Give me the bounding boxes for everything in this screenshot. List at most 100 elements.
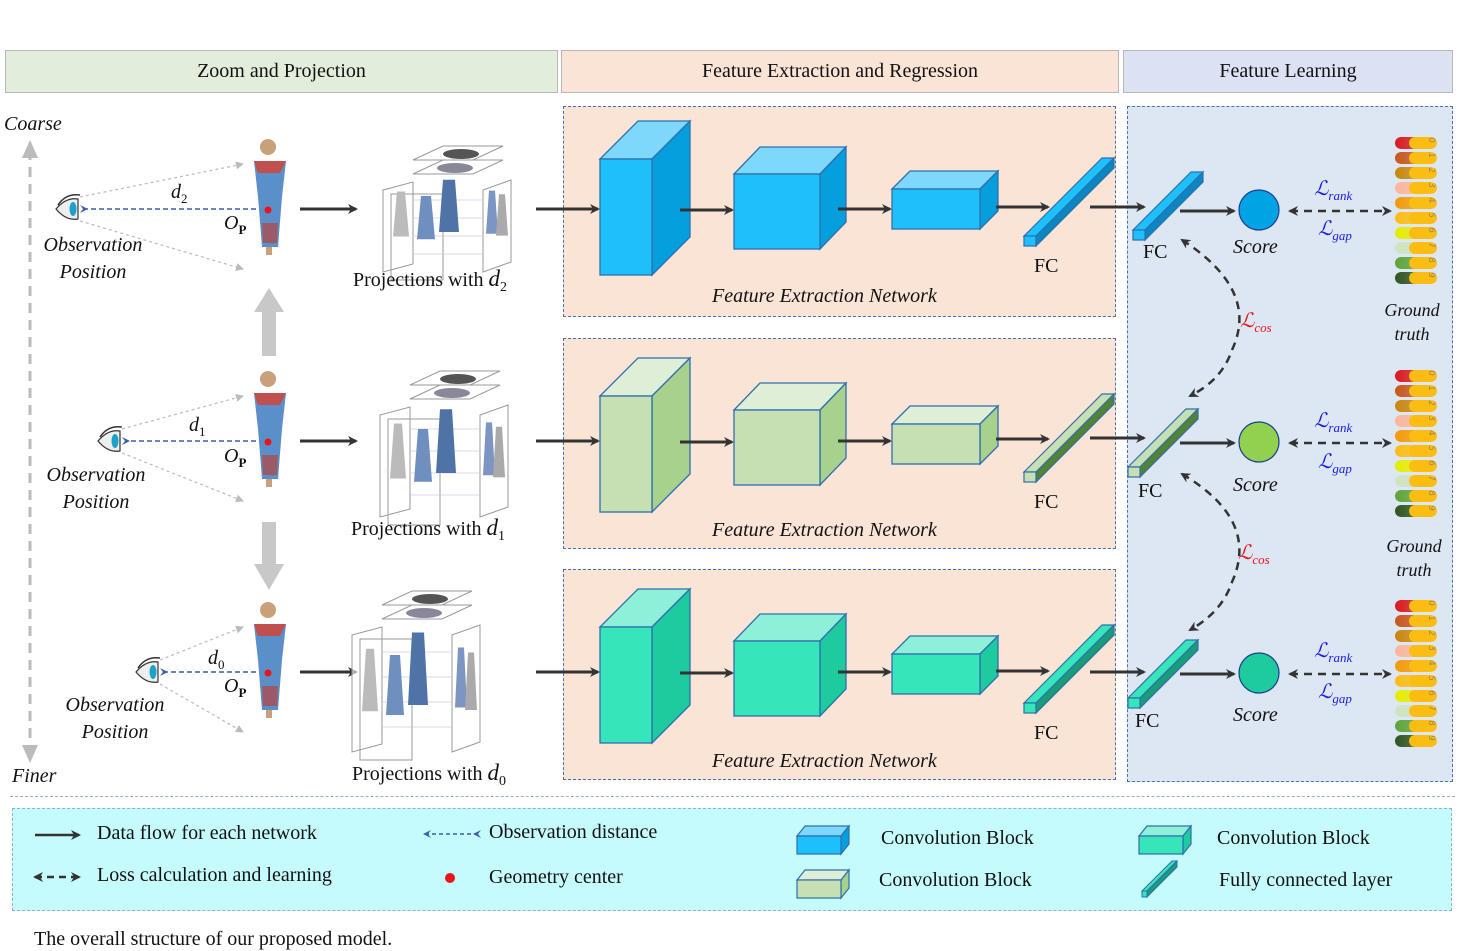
projection-cube-d0-ghost-figure [362, 648, 378, 712]
projection-cube-d0 [351, 590, 481, 761]
distance-label-d1: d1 [189, 414, 206, 439]
conv-block-blue-icon [795, 824, 851, 856]
ground-truth-level: 9 [1395, 505, 1437, 517]
ground-truth-level-number: 0 [1426, 137, 1437, 143]
projection-cube-d0-plane-top2 [381, 604, 473, 620]
projection-cube-d1-top-silhouette2 [434, 388, 470, 398]
projection-cube-d0-plane-front [359, 638, 413, 761]
human-model-d2-head [260, 139, 276, 155]
score-circle-d0 [1238, 652, 1280, 694]
fc2-label-d0: FC [1135, 710, 1160, 732]
ground-truth-level-number: 4 [1426, 197, 1437, 203]
loss-cos-label-lower: ℒcos [1238, 542, 1270, 567]
projection-cube-d1-figure-3 [483, 422, 495, 476]
learning-fc-layer-d1-end [1127, 466, 1141, 478]
ground-truth-level-number: 4 [1426, 430, 1437, 436]
human-model-d1-head [260, 371, 276, 387]
human-model-d0-dress [254, 624, 286, 710]
network-label-d1: Feature Extraction Network [712, 519, 937, 541]
ground-truth-level-fill [1409, 705, 1437, 717]
projection-cube-d2-ghost-figure [393, 191, 409, 237]
ground-truth-level-number: 9 [1426, 505, 1437, 511]
eye-icon-d2-iris [69, 202, 77, 216]
fc-layer-d0-end [1023, 702, 1037, 714]
projection-cube-d1-ghost-figure [390, 423, 406, 479]
ground-truth-level-number: 4 [1426, 660, 1437, 666]
conv-block-2-d2 [732, 145, 848, 251]
view-ray-bottom-d1 [121, 452, 244, 503]
projection-cube-d2-figure-1 [417, 196, 435, 240]
header-zoom-projection: Zoom and Projection [5, 50, 558, 93]
human-model-d1-feet [266, 479, 272, 487]
ground-truth-level: 0 [1395, 600, 1437, 612]
network-label-d2: Feature Extraction Network [712, 285, 937, 307]
ground-truth-level-fill [1409, 212, 1437, 224]
view-ray-top-d2 [79, 161, 244, 198]
eye-icon-d2-lid [57, 193, 81, 206]
ground-truth-level: 6 [1395, 690, 1437, 702]
ground-truth-level-fill [1409, 600, 1437, 612]
projection-label-d0: Projections with d0 [352, 760, 507, 789]
conv-block-1-d2 [598, 119, 692, 277]
conv-block-3-d1 [890, 404, 1000, 466]
ground-truth-level: 2 [1395, 630, 1437, 642]
fc2-label-d2: FC [1143, 241, 1168, 263]
ground-truth-level: 0 [1395, 137, 1437, 149]
legend-data-flow-label: Data flow for each network [97, 822, 317, 844]
conv-block-1-d1-front [599, 395, 653, 513]
ground-truth-level-fill [1409, 690, 1437, 702]
projection-cube-d0-ghost-figure-2 [465, 652, 477, 710]
zoom-out-arrow-icon [254, 288, 284, 356]
ground-truth-level-fill [1409, 227, 1437, 239]
loss-gap-label-d0: ℒgap [1318, 681, 1352, 706]
eye-icon-d0-iris [149, 665, 157, 679]
ground-truth-level-fill [1409, 197, 1437, 209]
ground-truth-level-fill [1409, 505, 1437, 517]
distance-label-d2: d2 [171, 181, 188, 206]
axis-down-arrow-icon [22, 745, 38, 763]
ground-truth-level-number: 7 [1426, 475, 1437, 481]
ground-truth-level-fill [1409, 445, 1437, 457]
conv-block-1-d1 [598, 356, 692, 514]
ground-truth-level-number: 8 [1426, 257, 1437, 263]
human-model-d0-feet [266, 710, 272, 718]
ground-truth-level-number: 1 [1426, 152, 1437, 158]
projection-cube-d1-top-silhouette [440, 374, 476, 384]
fc-layer-d2-face [1022, 157, 1116, 237]
ground-truth-level-fill [1409, 615, 1437, 627]
ground-truth-level-fill [1409, 400, 1437, 412]
axis-up-arrow-icon [22, 140, 38, 158]
legend-conv-teal-label: Convolution Block [1217, 827, 1370, 849]
projection-cube-d2-plane-front [390, 193, 444, 281]
projection-cube-d2-top-silhouette2 [437, 163, 473, 173]
human-model-d0-hem [262, 686, 278, 706]
ground-truth-level: 8 [1395, 720, 1437, 732]
fc-layer-d2-side [1035, 156, 1115, 248]
distance-label-d0: d0 [208, 647, 225, 672]
conv-block-3-d0 [890, 634, 1000, 696]
cosine-loss-arrow-upper [1180, 238, 1241, 398]
header-feature-learning-label: Feature Learning [1219, 60, 1357, 82]
ground-truth-level: 4 [1395, 430, 1437, 442]
projection-cube-d1-plane-front [387, 418, 441, 526]
ground-truth-level-fill [1409, 475, 1437, 487]
score-label-d0: Score [1233, 704, 1278, 726]
ground-truth-level-fill [1409, 152, 1437, 164]
score-label-d2: Score [1233, 236, 1278, 258]
ground-truth-level: 4 [1395, 197, 1437, 209]
legend-loss-label: Loss calculation and learning [97, 864, 332, 886]
header-feature-extraction: Feature Extraction and Regression [561, 50, 1119, 93]
view-ray-top-d1 [121, 393, 244, 430]
fc-layer-icon [1140, 859, 1179, 899]
coarse-finer-axis [22, 140, 38, 763]
fc-layer-d2-end [1023, 235, 1037, 247]
ground-truth-level-number: 8 [1426, 720, 1437, 726]
ground-truth-level-number: 3 [1426, 182, 1437, 188]
ground-truth-level-number: 9 [1426, 272, 1437, 278]
ground-truth-level-fill [1409, 415, 1437, 427]
geometry-center-dot-d2 [264, 206, 272, 214]
ground-truth-level: 5 [1395, 675, 1437, 687]
human-model-d0 [254, 602, 286, 718]
projection-cube-d1-ghost-figure-2 [493, 426, 505, 478]
ground-truth-level: 5 [1395, 445, 1437, 457]
